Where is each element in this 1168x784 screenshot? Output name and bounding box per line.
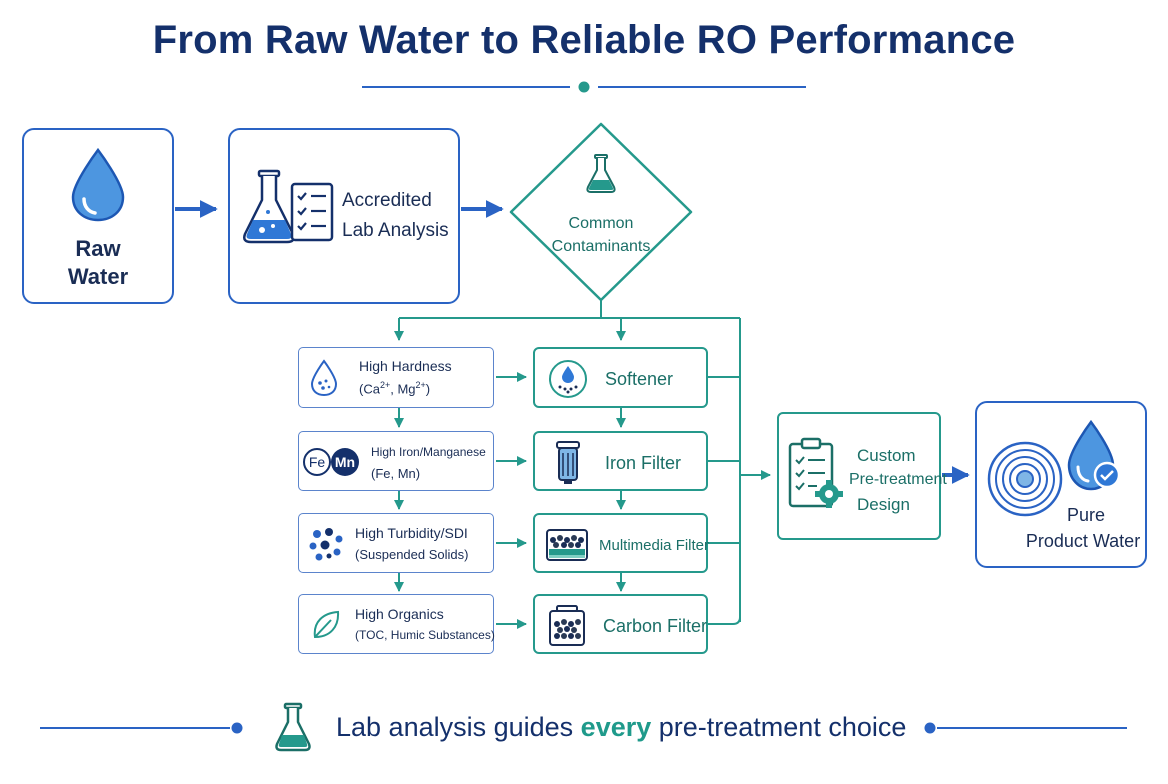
softener-icon [549, 360, 587, 398]
treatment-softener-box: Softener [533, 347, 708, 408]
iron-badge: Fe [303, 448, 331, 476]
page-title: From Raw Water to Reliable RO Performanc… [152, 18, 1016, 62]
water-drop-icon [71, 147, 125, 222]
contaminant-hardness-detail: (Ca2+, Mg2+) [359, 380, 431, 397]
contaminant-organics-box: High Organics (TOC, Humic Substances) [298, 594, 495, 654]
raw-water-label-1: Raw [75, 236, 121, 261]
treatment-carbon-box: Carbon Filter [533, 594, 708, 654]
footer-lines [40, 722, 1127, 734]
flask-icon [243, 169, 295, 244]
treatment-carbon-label: Carbon Filter [603, 616, 708, 636]
treatment-multimedia-label: Multimedia Filter [599, 537, 710, 554]
cartridge-filter-icon [556, 441, 580, 484]
raw-water-label-2: Water [67, 264, 129, 289]
water-drop-dots-icon [310, 359, 338, 397]
footer-flask-icon [275, 702, 311, 752]
custom-design-label-2: Pre-treatment [849, 471, 947, 488]
contaminant-hardness-box: High Hardness (Ca2+, Mg2+) [298, 347, 494, 408]
checklist-icon [290, 182, 334, 242]
footer-caption: Lab analysis guides every pre-treatment … [336, 712, 907, 742]
contaminant-organics-label: High Organics [355, 606, 444, 622]
contaminants-label-1: Common [568, 215, 634, 232]
contaminants-label-2: Contaminants [551, 238, 651, 255]
lab-analysis-label-1: Accredited [342, 190, 432, 211]
ro-membrane-icon [987, 441, 1063, 517]
treatment-iron-box: Iron Filter [533, 431, 708, 491]
title-underline [362, 81, 806, 93]
contaminants-flask-icon [586, 154, 616, 193]
product-water-label-1: Pure [1066, 505, 1106, 525]
custom-design-label-1: Custom [857, 446, 916, 465]
contaminant-turbidity-label: High Turbidity/SDI [355, 525, 468, 541]
treatment-output-connectors [708, 376, 771, 625]
leaf-icon [313, 610, 340, 639]
contaminant-to-treatment-arrows [496, 372, 527, 629]
treatment-softener-label: Softener [605, 369, 674, 389]
carbon-filter-icon [549, 605, 585, 646]
manganese-badge: Mn [331, 448, 359, 476]
product-water-box: Pure Product Water [975, 401, 1147, 568]
lab-analysis-box: Accredited Lab Analysis [228, 128, 460, 304]
custom-design-label-3: Design [857, 495, 910, 514]
multimedia-filter-icon [546, 529, 588, 561]
contaminant-turbidity-detail: (Suspended Solids) [355, 547, 469, 562]
product-water-label-2: Product Water [1025, 531, 1141, 551]
raw-water-box: Raw Water [22, 128, 174, 304]
contaminant-iron-detail: (Fe, Mn) [371, 466, 421, 481]
contaminant-iron-box: Fe Mn High Iron/Manganese (Fe, Mn) [298, 431, 494, 491]
treatment-multimedia-box: Multimedia Filter [533, 513, 710, 573]
treatment-iron-label: Iron Filter [605, 453, 682, 473]
custom-design-box: Custom Pre-treatment Design [777, 412, 947, 540]
contaminant-organics-detail: (TOC, Humic Substances) [355, 628, 495, 642]
clipboard-gear-icon [788, 437, 843, 508]
contaminant-turbidity-box: High Turbidity/SDI (Suspended Solids) [298, 513, 494, 573]
pure-water-drop-icon [1067, 419, 1121, 491]
contaminant-hardness-label: High Hardness [359, 358, 452, 374]
particles-icon [309, 528, 343, 561]
lab-analysis-label-2: Lab Analysis [342, 220, 449, 241]
contaminant-iron-label: High Iron/Manganese [371, 445, 486, 459]
contaminants-diamond [509, 122, 693, 302]
branch-connectors [394, 300, 741, 622]
